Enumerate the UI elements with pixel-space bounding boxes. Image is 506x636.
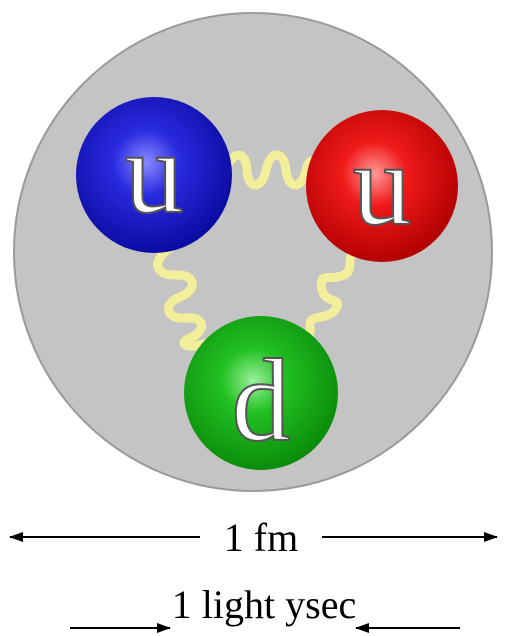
quark-down: d <box>184 316 338 470</box>
quark-label: u <box>353 119 412 250</box>
gluon-left <box>153 243 213 351</box>
quark-label: d <box>232 335 291 466</box>
gluon-top <box>220 150 327 190</box>
quark-up-left: u <box>76 97 232 253</box>
fm-label: 1 fm <box>224 515 298 560</box>
quark-label: u <box>125 107 184 238</box>
light-label: 1 light ysec <box>172 582 356 627</box>
gluon-right <box>291 247 360 349</box>
quark-up-right: u <box>306 110 458 262</box>
